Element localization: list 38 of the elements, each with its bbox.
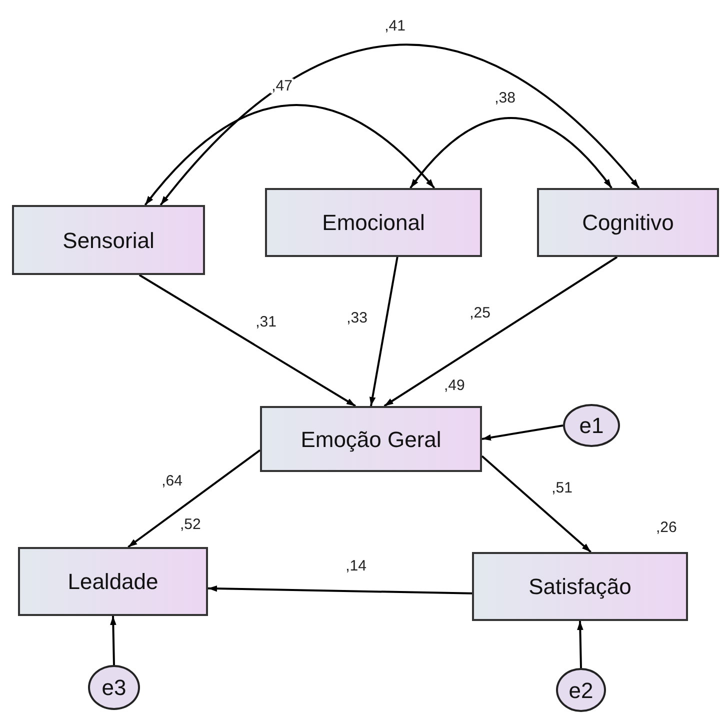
r-squared-label: ,49 (444, 378, 465, 393)
arrow (384, 256, 618, 407)
edge-label: ,25 (468, 306, 492, 320)
node-label: Cognitivo (582, 209, 674, 237)
edge-label: ,64 (160, 474, 184, 488)
node-label: Emoção Geral (300, 426, 442, 454)
edge-label: ,41 (384, 18, 406, 34)
arrow (138, 274, 356, 407)
node-label: e1 (579, 412, 604, 440)
arrow (208, 585, 472, 594)
variable-box (265, 188, 482, 257)
edge-label: ,38 (494, 90, 516, 106)
node-label: Sensorial (62, 226, 154, 254)
arrow (128, 449, 261, 548)
r-squared-label: ,26 (656, 520, 677, 535)
variable-box (537, 188, 719, 257)
arrow (482, 424, 564, 441)
r-squared-label: ,52 (180, 517, 201, 532)
edge-label: ,31 (254, 314, 278, 330)
arrow (410, 117, 612, 189)
node-label: e2 (568, 676, 594, 704)
edge-label: ,33 (346, 310, 368, 326)
arrow (144, 104, 435, 206)
edge-label: ,14 (344, 558, 368, 574)
node-label: e3 (102, 674, 126, 702)
node-label: Emocional (322, 209, 425, 237)
error-term-ellipse (556, 668, 606, 712)
arrow (369, 256, 398, 406)
node-label: Lealdade (68, 568, 158, 596)
edge-label: ,47 (270, 78, 294, 94)
arrow (577, 620, 584, 668)
arrow (481, 455, 592, 553)
variable-box (12, 205, 205, 275)
node-label: Satisfação (528, 573, 632, 601)
arrow (110, 616, 116, 666)
arrow (160, 44, 640, 206)
error-term-ellipse (88, 665, 140, 710)
edge-label: ,51 (550, 480, 574, 496)
